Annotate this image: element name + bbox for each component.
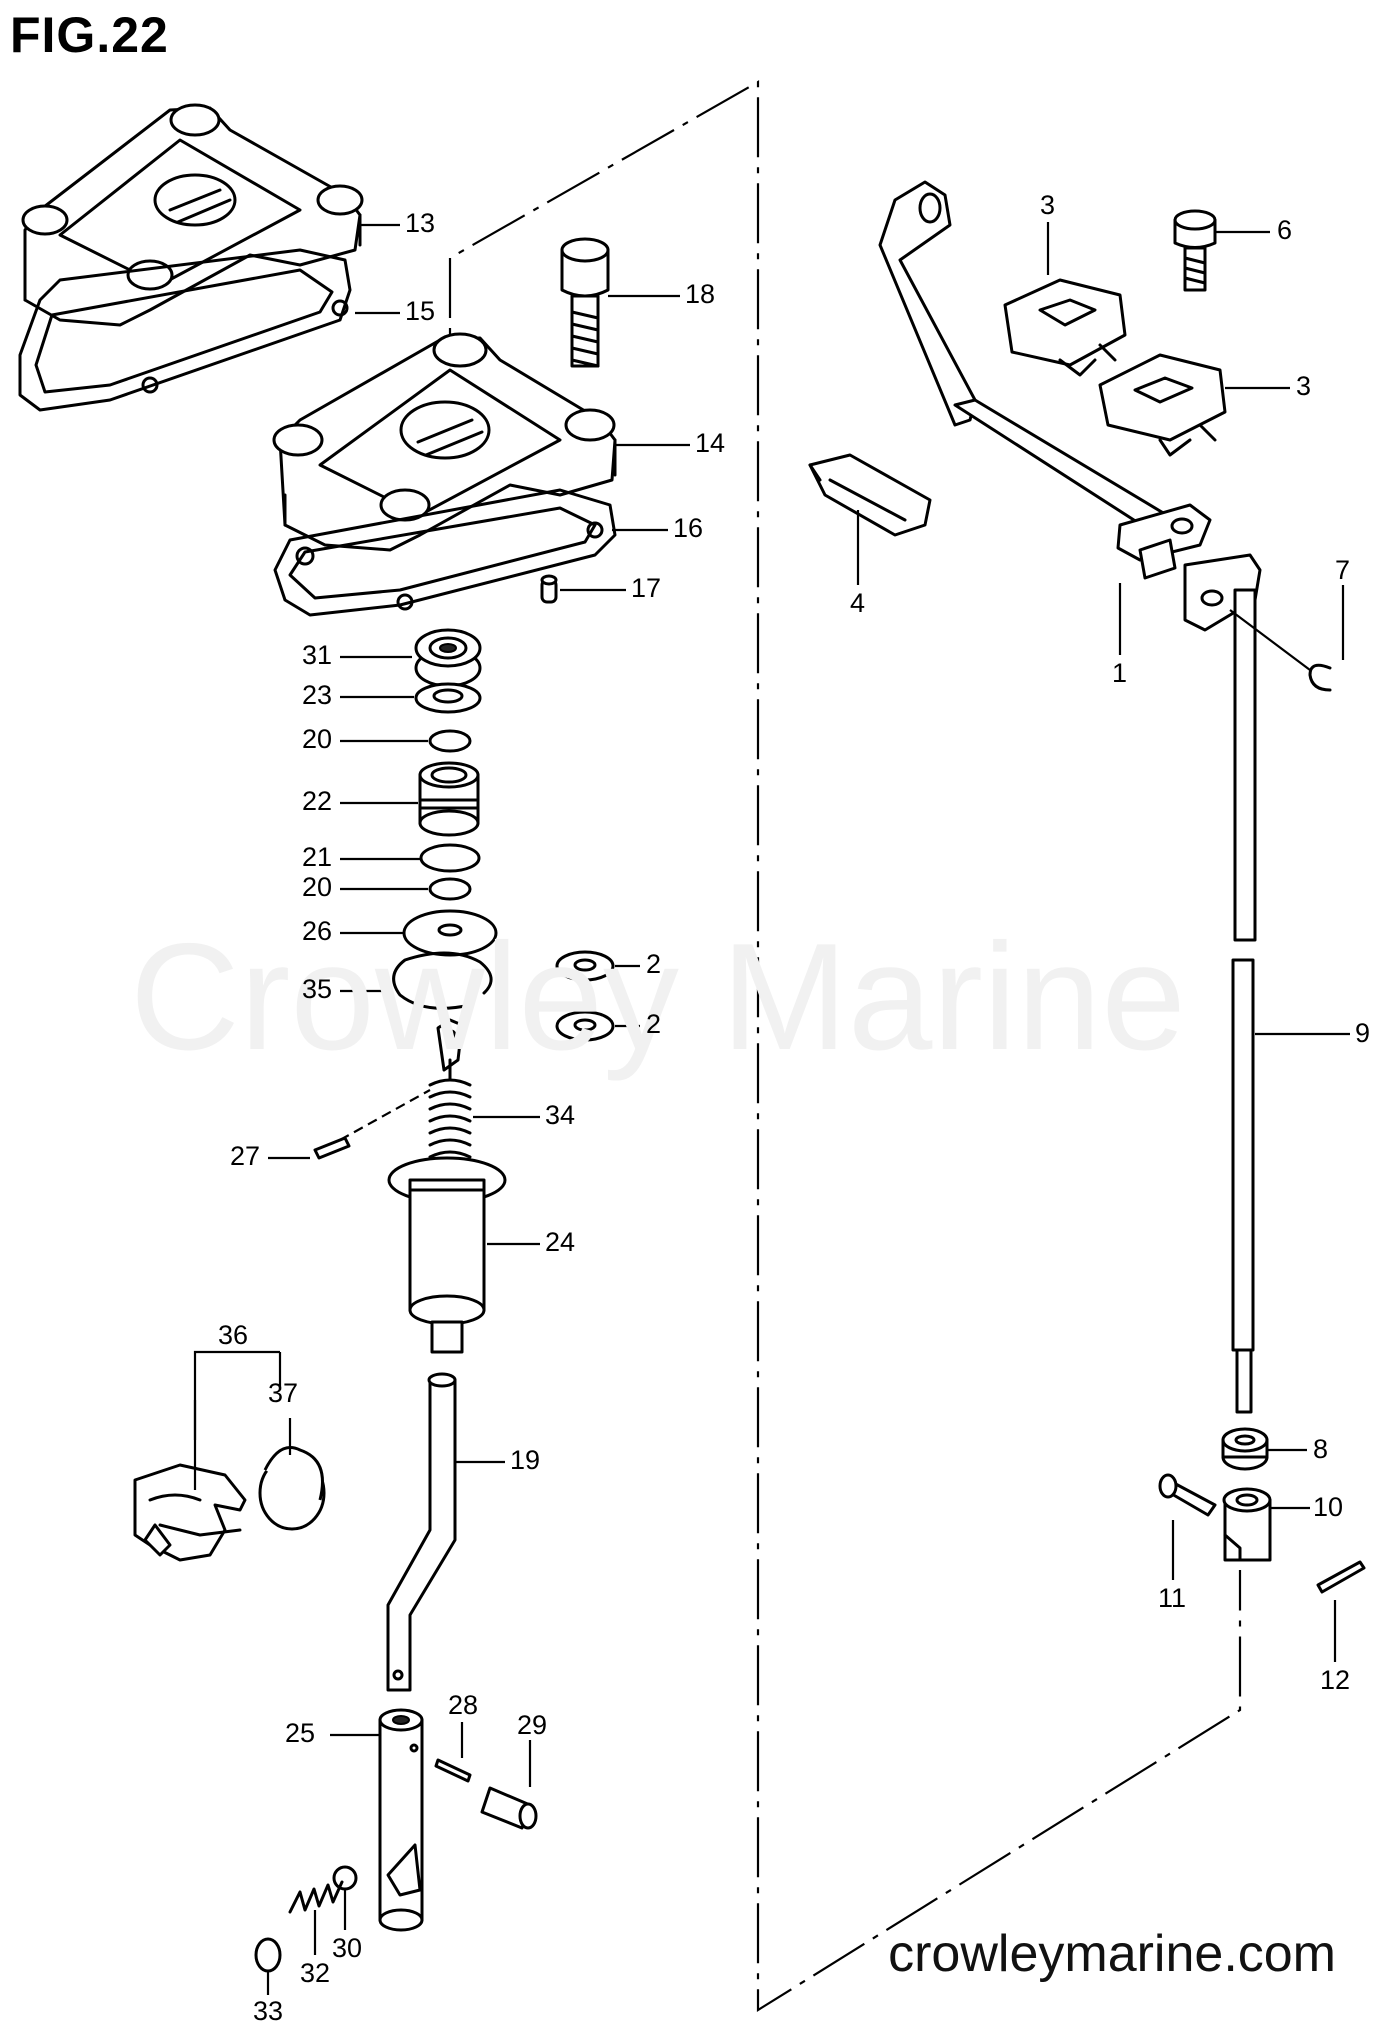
part-19-shift-rod bbox=[386, 1372, 457, 1692]
part-9-rod bbox=[1183, 553, 1262, 1414]
callout-1: 1 bbox=[1112, 658, 1128, 688]
part-14-cover-plate bbox=[272, 332, 617, 552]
callout-3-a: 3 bbox=[1040, 190, 1056, 220]
callout-34: 34 bbox=[545, 1100, 576, 1130]
callout-11: 11 bbox=[1158, 1583, 1187, 1613]
part-11-pin bbox=[1158, 1473, 1217, 1517]
callout-8: 8 bbox=[1313, 1434, 1329, 1464]
part-12-cotter-pin bbox=[1316, 1560, 1366, 1594]
part-26-washer bbox=[402, 909, 498, 957]
part-30-ball bbox=[332, 1865, 358, 1891]
callout-15: 15 bbox=[405, 296, 436, 326]
part-18-bolt bbox=[560, 237, 610, 368]
part-37-cap bbox=[258, 1446, 326, 1531]
part-17-pin bbox=[540, 574, 558, 604]
part-22-bushing bbox=[418, 761, 480, 837]
leader-lines bbox=[193, 222, 1350, 1995]
callout-13: 13 bbox=[405, 208, 436, 238]
part-21-oring bbox=[419, 843, 481, 873]
website-link[interactable]: crowleymarine.com bbox=[888, 1925, 1336, 1983]
callout-29: 29 bbox=[517, 1710, 548, 1740]
callout-25: 25 bbox=[285, 1718, 316, 1748]
part-28-pin bbox=[434, 1758, 472, 1783]
part-8-nut bbox=[1221, 1427, 1269, 1471]
callout-37: 37 bbox=[268, 1378, 299, 1408]
callout-16: 16 bbox=[673, 513, 704, 543]
callout-28: 28 bbox=[448, 1690, 479, 1720]
part-2-washer-b bbox=[555, 1010, 615, 1042]
callout-24: 24 bbox=[545, 1227, 576, 1257]
part-4-clip bbox=[808, 453, 932, 537]
part-20-oring-b bbox=[428, 877, 472, 901]
part-2-washer-a bbox=[555, 950, 615, 982]
assembly-outline bbox=[448, 80, 1242, 2012]
part-20-oring-a bbox=[428, 729, 472, 753]
callout-4: 4 bbox=[850, 588, 866, 618]
part-32-spring bbox=[288, 1880, 344, 1914]
callout-23: 23 bbox=[302, 680, 333, 710]
part-13-cover-plate bbox=[21, 103, 364, 327]
part-33-disc bbox=[254, 1937, 282, 1973]
callout-22: 22 bbox=[302, 786, 333, 816]
figure-title: FIG.22 bbox=[10, 7, 169, 63]
callout-26: 26 bbox=[302, 916, 333, 946]
callout-31: 31 bbox=[302, 640, 333, 670]
callout-7: 7 bbox=[1335, 555, 1351, 585]
part-3-bracket-a bbox=[1003, 278, 1127, 377]
callout-32: 32 bbox=[300, 1958, 331, 1988]
callout-21: 21 bbox=[302, 842, 333, 872]
callout-20-a: 20 bbox=[302, 724, 333, 754]
callout-27: 27 bbox=[230, 1141, 261, 1171]
callout-14: 14 bbox=[695, 428, 726, 458]
part-27-pin bbox=[313, 1089, 431, 1160]
part-3-bracket-b bbox=[1098, 353, 1227, 457]
watermark: Crowley Marine bbox=[130, 912, 1186, 1082]
part-1-shift-lever bbox=[878, 180, 1212, 580]
part-25-shift-shaft bbox=[378, 1708, 424, 1932]
callout-33: 33 bbox=[253, 1996, 284, 2026]
part-10-joint bbox=[1222, 1487, 1272, 1562]
callout-18: 18 bbox=[685, 279, 716, 309]
callout-6: 6 bbox=[1277, 215, 1293, 245]
callout-35: 35 bbox=[302, 974, 333, 1004]
callout-2-b: 2 bbox=[646, 1009, 662, 1039]
callout-12: 12 bbox=[1320, 1665, 1351, 1695]
part-16-gasket bbox=[273, 488, 617, 617]
callout-20-b: 20 bbox=[302, 872, 333, 902]
callout-2-a: 2 bbox=[646, 949, 662, 979]
part-31-bearing bbox=[414, 628, 482, 688]
callout-30: 30 bbox=[332, 1933, 363, 1963]
part-29-roller bbox=[480, 1786, 538, 1830]
part-23-washer bbox=[414, 682, 482, 714]
callout-3-b: 3 bbox=[1296, 371, 1312, 401]
part-34-spring bbox=[428, 1018, 472, 1171]
callout-17: 17 bbox=[631, 573, 662, 603]
callout-19: 19 bbox=[510, 1445, 541, 1475]
callout-9: 9 bbox=[1355, 1018, 1371, 1048]
part-6-bolt bbox=[1173, 209, 1217, 292]
part-35-snap-ring bbox=[392, 951, 493, 1010]
part-15-gasket bbox=[18, 248, 352, 412]
part-7-e-clip bbox=[1308, 663, 1332, 692]
part-24-sleeve bbox=[387, 1156, 507, 1354]
callout-36: 36 bbox=[218, 1320, 249, 1350]
callout-10: 10 bbox=[1313, 1492, 1344, 1522]
part-36-clip bbox=[133, 1463, 247, 1562]
